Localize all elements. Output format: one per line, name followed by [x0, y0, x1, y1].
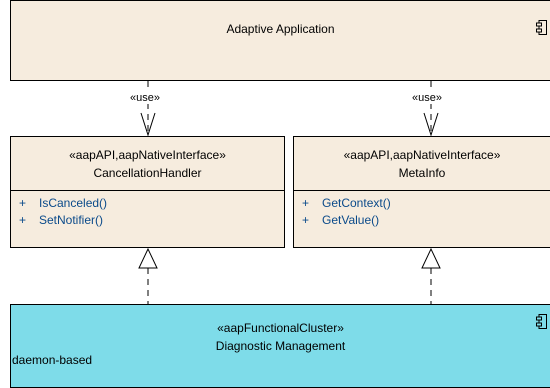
- cluster-name: Diagnostic Management: [215, 339, 346, 353]
- use-dependency-right: [423, 81, 439, 137]
- class-stereotype: «aapAPI,aapNativeInterface»: [69, 148, 226, 162]
- class-name: CancellationHandler: [93, 166, 202, 180]
- class-name: MetaInfo: [398, 166, 446, 180]
- cancellation-handler-class[interactable]: «aapAPI,aapNativeInterface» Cancellation…: [10, 136, 285, 248]
- visibility-marker: +: [302, 213, 310, 227]
- component-icon: [536, 20, 547, 35]
- operation-item[interactable]: + SetNotifier(): [19, 212, 107, 229]
- visibility-marker: +: [19, 213, 27, 227]
- operation-name: GetContext(): [322, 196, 391, 210]
- operation-item[interactable]: + IsCanceled(): [19, 195, 107, 212]
- visibility-marker: +: [302, 196, 310, 210]
- component-title: Adaptive Application: [226, 22, 335, 36]
- use-label-left: «use»: [129, 92, 161, 104]
- class-divider: [294, 190, 550, 191]
- operation-name: IsCanceled(): [39, 196, 108, 210]
- adaptive-application-component[interactable]: Adaptive Application: [10, 0, 550, 81]
- component-icon: [536, 314, 547, 329]
- operation-item[interactable]: + GetContext(): [302, 195, 391, 212]
- use-label-right: «use»: [411, 92, 443, 104]
- operation-list: + GetContext() + GetValue(): [302, 195, 391, 229]
- use-dependency-left: [140, 81, 156, 137]
- cluster-attribute: daemon-based: [12, 353, 93, 367]
- class-header: «aapAPI,aapNativeInterface» MetaInfo: [294, 146, 550, 182]
- class-stereotype: «aapAPI,aapNativeInterface»: [343, 148, 501, 162]
- cluster-header: «aapFunctionalCluster» Diagnostic Manage…: [11, 319, 550, 355]
- cluster-stereotype: «aapFunctionalCluster»: [217, 321, 344, 335]
- realization-right: [421, 247, 441, 304]
- visibility-marker: +: [19, 196, 27, 210]
- diagnostic-management-cluster[interactable]: «aapFunctionalCluster» Diagnostic Manage…: [10, 304, 550, 388]
- operation-list: + IsCanceled() + SetNotifier(): [19, 195, 107, 229]
- meta-info-class[interactable]: «aapAPI,aapNativeInterface» MetaInfo + Ge…: [293, 136, 550, 248]
- class-divider: [11, 190, 284, 191]
- operation-name: SetNotifier(): [39, 213, 104, 227]
- realization-left: [138, 247, 158, 304]
- class-header: «aapAPI,aapNativeInterface» Cancellation…: [11, 146, 284, 182]
- operation-name: GetValue(): [322, 213, 380, 227]
- operation-item[interactable]: + GetValue(): [302, 212, 391, 229]
